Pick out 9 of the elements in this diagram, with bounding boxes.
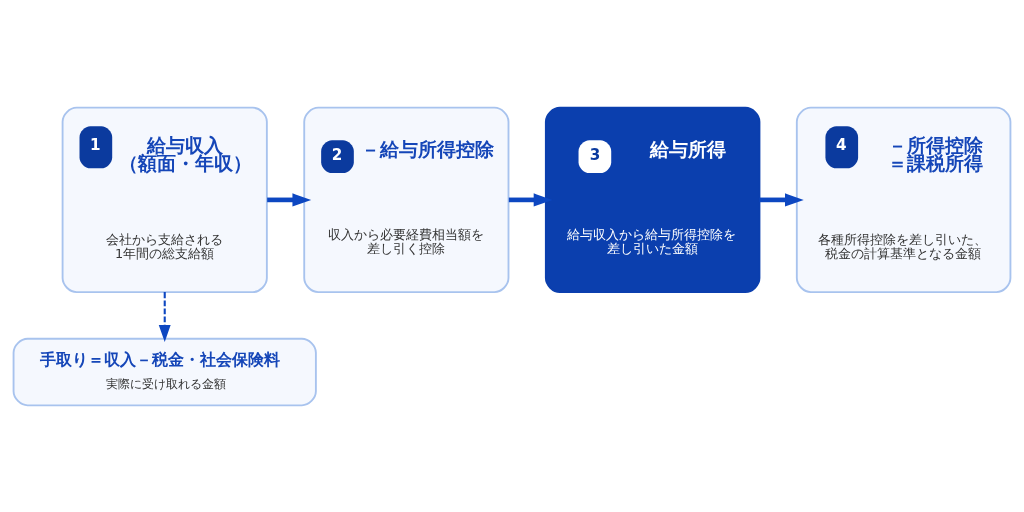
node-box: 手取り＝収入－税金・社会保険料 実際に受け取れる金額 — [12, 337, 317, 406]
node-box: 2 －給与所得控除 収入から必要経費相当額を差し引く控除 — [303, 106, 510, 293]
arrow — [508, 192, 553, 206]
node-box: 3 給与所得 給与収入から給与所得控除を差し引いた金額 — [544, 106, 761, 293]
arrow — [267, 192, 312, 206]
arrow — [759, 192, 804, 206]
node-box: 4 －所得控除＝課税所得 各種所得控除を差し引いた、税金の計算基準となる金額 — [795, 106, 1012, 293]
node-box: 1 給与収入（額面・年収） 会社から支給される1年間の総支給額 — [61, 106, 268, 293]
arrow — [158, 291, 171, 342]
